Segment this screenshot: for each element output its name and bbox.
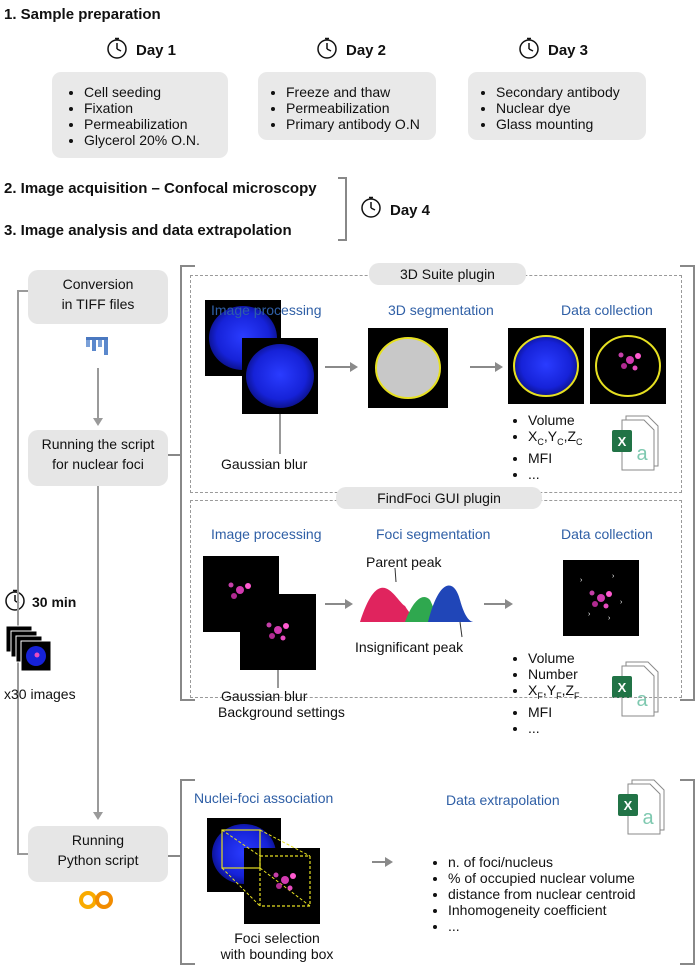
list-item: Nuclear dye xyxy=(496,100,646,116)
peak-graph xyxy=(360,585,474,622)
gaussian-blur-label: Gaussian blur xyxy=(221,456,308,472)
list-item: Number xyxy=(528,666,580,682)
svg-text:›: › xyxy=(580,577,583,584)
images-count-label: x30 images xyxy=(4,686,76,702)
list-item: Primary antibody O.N xyxy=(286,116,436,132)
list-item: ... xyxy=(528,720,580,736)
svg-text:›: › xyxy=(588,611,591,618)
section-title-sample-preparation: 1. Sample preparation xyxy=(4,6,161,23)
step-label: Conversion xyxy=(62,276,134,292)
running-python-step: Running Python script xyxy=(28,826,168,882)
list-item: Volume xyxy=(528,650,580,666)
suite-data-list: Volume XC,YC,ZC MFI ... xyxy=(510,412,583,482)
findfoci-title: FindFoci GUI plugin xyxy=(336,487,542,509)
association-label: Nuclei-foci association xyxy=(194,790,334,806)
svg-text:›: › xyxy=(608,615,611,622)
list-item: Permeabilization xyxy=(84,116,228,132)
step-label: Python script xyxy=(57,852,139,868)
day-label: Day 4 xyxy=(390,202,431,219)
extrapolation-list: n. of foci/nucleus % of occupied nuclear… xyxy=(430,854,636,934)
day3-box: Secondary antibody Nuclear dye Glass mou… xyxy=(468,72,646,140)
step-label: Running the script xyxy=(41,436,155,452)
list-item: distance from nuclear centroid xyxy=(448,886,636,902)
data-collection-label: Data collection xyxy=(561,526,653,542)
extrapolation-label: Data extrapolation xyxy=(446,792,560,808)
list-item: Secondary antibody xyxy=(496,84,646,100)
list-item: Glycerol 20% O.N. xyxy=(84,132,228,148)
clock-icon xyxy=(5,589,25,611)
list-item: Glass mounting xyxy=(496,116,646,132)
list-item: XC,YC,ZC xyxy=(528,428,583,450)
clock-icon xyxy=(519,37,539,59)
list-item: MFI xyxy=(528,704,580,720)
list-item: Fixation xyxy=(84,100,228,116)
day-label: Day 3 xyxy=(548,42,589,59)
svg-text:›: › xyxy=(620,599,623,606)
conversion-step: Conversion in TIFF files xyxy=(28,270,168,324)
day2-box: Freeze and thaw Permeabilization Primary… xyxy=(258,72,436,140)
list-item: MFI xyxy=(528,450,583,466)
fiji-icon xyxy=(86,337,108,355)
colab-icon xyxy=(79,891,113,909)
list-item: Inhomogeneity coefficient xyxy=(448,902,636,918)
segmentation-label: 3D segmentation xyxy=(388,302,494,318)
background-settings-label: Background settings xyxy=(218,704,345,720)
segmentation-label: Foci segmentation xyxy=(376,526,491,542)
day-label: Day 2 xyxy=(346,42,387,59)
list-item: ... xyxy=(448,918,636,934)
clock-icon xyxy=(361,196,381,218)
list-item: % of occupied nuclear volume xyxy=(448,870,636,886)
image-stack-icon xyxy=(5,625,52,672)
insignificant-peak-label: Insignificant peak xyxy=(355,639,464,655)
step-label: Running xyxy=(71,832,125,848)
list-item: Cell seeding xyxy=(84,84,228,100)
list-item: ... xyxy=(528,466,583,482)
image-processing-label: Image processing xyxy=(211,302,322,318)
list-item: XF,YF,ZF xyxy=(528,682,580,704)
step-label: in TIFF files xyxy=(61,296,135,312)
data-collection-label: Data collection xyxy=(561,302,653,318)
3d-suite-title: 3D Suite plugin xyxy=(369,263,526,285)
section-title-image-analysis: 3. Image analysis and data extrapolation xyxy=(4,222,292,239)
svg-text:›: › xyxy=(612,573,615,580)
foci-selection-label: Foci selection with bounding box xyxy=(220,930,334,962)
step-label: for nuclear foci xyxy=(52,456,144,472)
clock-icon xyxy=(317,37,337,59)
list-item: Freeze and thaw xyxy=(286,84,436,100)
list-item: n. of foci/nucleus xyxy=(448,854,636,870)
list-item: Permeabilization xyxy=(286,100,436,116)
findfoci-data-list: Volume Number XF,YF,ZF MFI ... xyxy=(510,650,580,736)
duration-label: 30 min xyxy=(32,594,77,610)
day-label: Day 1 xyxy=(136,42,177,59)
clock-icon xyxy=(107,37,127,59)
list-item: Volume xyxy=(528,412,583,428)
excel-icon xyxy=(617,779,665,835)
parent-peak-label: Parent peak xyxy=(366,554,442,570)
gaussian-blur-label: Gaussian blur xyxy=(221,688,308,704)
image-processing-label: Image processing xyxy=(211,526,322,542)
running-script-step: Running the script for nuclear foci xyxy=(28,430,168,486)
section-title-image-acquisition: 2. Image acquisition – Confocal microsco… xyxy=(4,180,317,197)
day1-box: Cell seeding Fixation Permeabilization G… xyxy=(52,72,228,158)
